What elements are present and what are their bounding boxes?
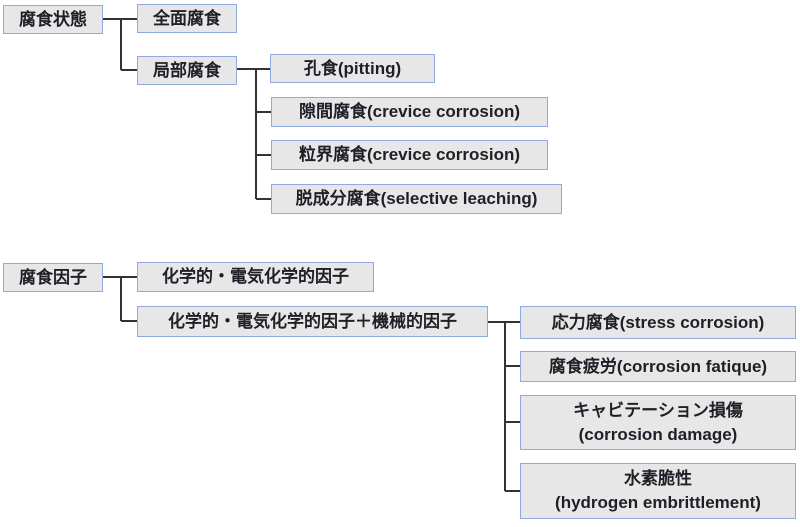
node-stress-corrosion: 応力腐食(stress corrosion) xyxy=(520,306,796,339)
node-cavitation-damage: キャビテーション損傷 (corrosion damage) xyxy=(520,395,796,450)
node-corrosion-state-root: 腐食状態 xyxy=(3,5,103,34)
node-intergranular-corrosion: 粒界腐食(crevice corrosion) xyxy=(271,140,548,170)
node-selective-leaching: 脱成分腐食(selective leaching) xyxy=(271,184,562,214)
node-localized-corrosion: 局部腐食 xyxy=(137,56,237,85)
node-pitting: 孔食(pitting) xyxy=(270,54,435,83)
node-chemical-plus-mechanical-factor: 化学的・電気化学的因子＋機械的因子 xyxy=(137,306,488,337)
node-chemical-electrochemical-factor: 化学的・電気化学的因子 xyxy=(137,262,374,292)
node-general-corrosion: 全面腐食 xyxy=(137,4,237,33)
node-corrosion-fatigue: 腐食疲労(corrosion fatique) xyxy=(520,351,796,382)
node-corrosion-factor-root: 腐食因子 xyxy=(3,263,103,292)
node-crevice-corrosion: 隙間腐食(crevice corrosion) xyxy=(271,97,548,127)
node-hydrogen-embrittlement: 水素脆性 (hydrogen embrittlement) xyxy=(520,463,796,519)
